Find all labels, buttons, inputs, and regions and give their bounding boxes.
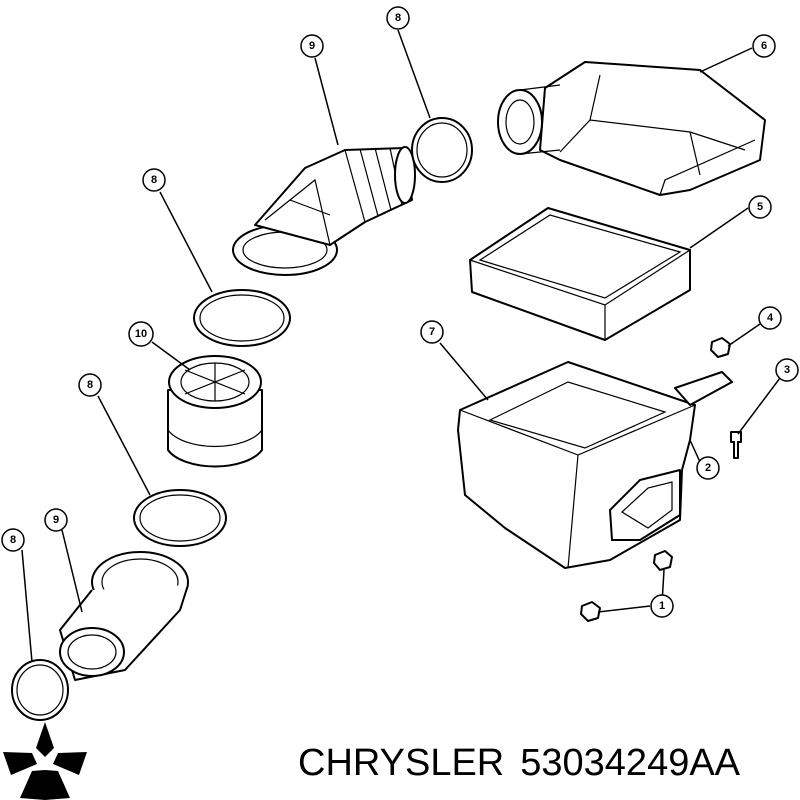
clamp-bottom-part [11,659,69,721]
mass-air-flow-tube-part [167,355,263,468]
callout-label: 8 [151,174,157,186]
callout-8-top: 8 [386,6,410,30]
nut-1a-part [653,550,673,571]
callout-9-low: 9 [44,508,68,532]
intake-duct-lower-part [59,551,189,681]
fasteners [580,337,742,622]
callout-label: 2 [705,462,711,474]
callout-label: 4 [767,312,774,324]
callout-label: 10 [135,328,147,340]
housing-cover-part [497,61,766,196]
brand-name: CHRYSLER [298,742,505,784]
callout-6: 6 [752,34,776,58]
callout-label: 6 [761,40,767,52]
callout-label: 8 [10,534,16,546]
bolt-3-part [730,431,742,459]
callout-label: 8 [87,379,93,391]
callout-8-mid: 8 [142,168,166,192]
callout-7: 7 [420,320,444,344]
callout-8-bottom: 8 [1,528,25,552]
part-number: 53034249AA [520,742,741,784]
callout-label: 3 [784,364,790,376]
part-caption: CHRYSLER 53034249AA [298,738,798,788]
air-filter-part [469,207,691,341]
callout-9-top: 9 [300,34,324,58]
nut-4-part [710,337,731,358]
callout-label: 8 [395,12,401,24]
callout-label: 5 [757,201,763,213]
clamp-top-part [411,117,473,183]
clamp-low-part [133,489,227,547]
callout-2: 2 [696,456,720,480]
housing-body-part [457,361,733,569]
clamp-mid-part [193,289,291,347]
hose-clamps [11,117,473,721]
callout-label: 9 [53,514,59,526]
pentastar-icon [3,722,87,800]
callout-label: 9 [309,40,315,52]
callout-label: 1 [659,600,665,612]
callout-1: 1 [650,594,674,618]
callout-8-low: 8 [78,373,102,397]
leader-lines [21,29,781,663]
callout-5: 5 [748,195,772,219]
callout-4: 4 [758,306,782,330]
nut-1b-part [580,601,601,622]
callout-label: 7 [429,326,435,338]
intake-duct-upper-part [232,146,416,276]
callout-10: 10 [128,321,154,347]
callout-3: 3 [775,358,799,382]
